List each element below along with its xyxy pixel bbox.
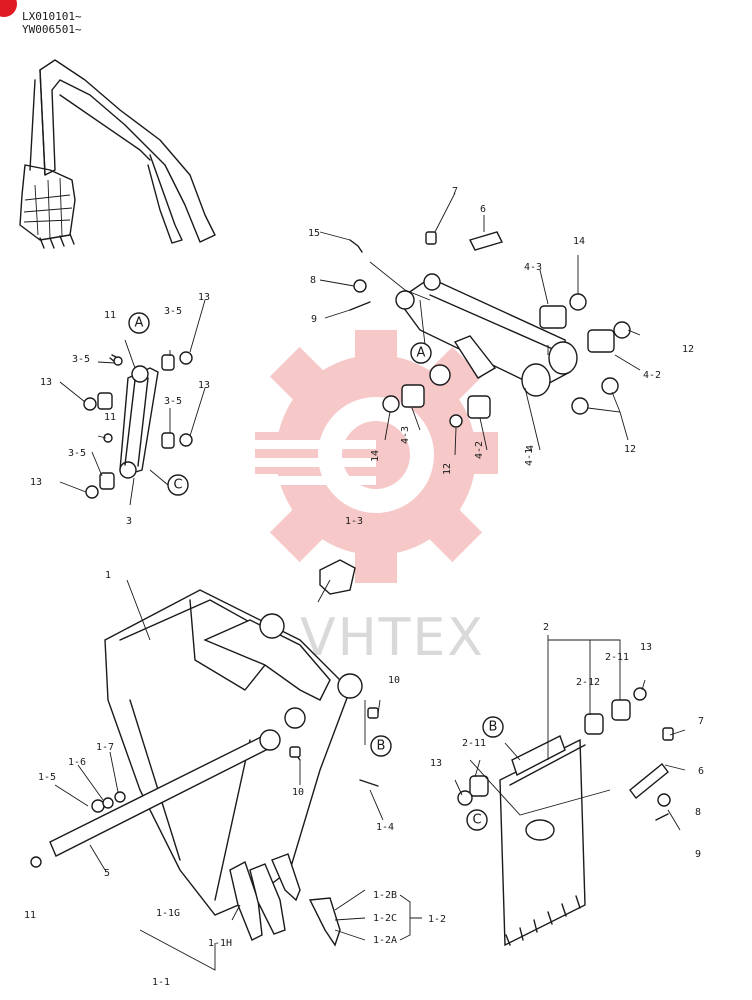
- part-label-7: 7: [698, 716, 704, 727]
- excavator-overview: [19, 59, 216, 249]
- part-label-11: 11: [104, 412, 116, 423]
- part-label-3-5: 3-5: [164, 306, 182, 317]
- part-label-15: 15: [308, 228, 320, 239]
- callout-a-top: A: [128, 312, 150, 334]
- part-label-13: 13: [198, 292, 210, 303]
- callout-c-plate: C: [466, 809, 488, 831]
- part-label-3-5: 3-5: [68, 448, 86, 459]
- leader-lines: [54, 192, 686, 971]
- part-label-6: 6: [698, 766, 704, 777]
- part-label-14: 14: [573, 236, 585, 247]
- part-label-12: 12: [624, 444, 636, 455]
- part-label-13: 13: [430, 758, 442, 769]
- part-label-12: 12: [682, 344, 694, 355]
- part-label-1-5: 1-5: [38, 772, 56, 783]
- part-label-13: 13: [30, 477, 42, 488]
- part-label-11: 11: [104, 310, 116, 321]
- serial-line-1: LX010101~: [22, 10, 82, 23]
- part-label-4-1: 4-1: [524, 448, 535, 466]
- part-label-2-11: 2-11: [462, 738, 486, 749]
- part-label-1-1h: 1-1H: [208, 938, 232, 949]
- part-label-3: 3: [126, 516, 132, 527]
- part-label-4: 4: [525, 445, 536, 451]
- part-label-6: 6: [480, 204, 486, 215]
- part-label-8: 8: [695, 807, 701, 818]
- callout-b-plate: B: [482, 716, 504, 738]
- callout-b-bucket: B: [370, 735, 392, 757]
- watermark-gear-icon: [226, 330, 498, 583]
- part-label-4-2: 4-2: [643, 370, 661, 381]
- part-label-1-6: 1-6: [68, 757, 86, 768]
- callout-a-label: A: [135, 316, 144, 331]
- part-label-4-3: 4-3: [524, 262, 542, 273]
- part-label-1-7: 1-7: [96, 742, 114, 753]
- bucket-1: [30, 559, 379, 947]
- part-label-14: 14: [370, 450, 381, 462]
- part-label-1-4: 1-4: [376, 822, 394, 833]
- part-label-3-5: 3-5: [164, 396, 182, 407]
- part-label-1-2a: 1-2A: [373, 935, 397, 946]
- part-label-1-1g: 1-1G: [156, 908, 180, 919]
- part-label-2-11: 2-11: [605, 652, 629, 663]
- callout-b-label: B: [377, 739, 386, 754]
- part-label-1-2c: 1-2C: [373, 913, 397, 924]
- part-label-2-12: 2-12: [576, 677, 600, 688]
- part-label-11: 11: [24, 910, 36, 921]
- part-label-7: 7: [452, 186, 458, 197]
- part-label-1: 1: [105, 570, 111, 581]
- part-label-1-2: 1-2: [428, 914, 446, 925]
- callout-c-label: C: [472, 813, 481, 828]
- callout-c-label: C: [173, 478, 182, 493]
- serial-line-2: YW006501~: [22, 23, 82, 36]
- watermark-text: VHTEX: [300, 608, 485, 668]
- part-label-4-2: 4-2: [474, 441, 485, 459]
- link-4-assembly: [349, 231, 631, 428]
- part-label-9: 9: [695, 849, 701, 860]
- side-plate-2: [457, 687, 674, 947]
- part-label-1-2b: 1-2B: [373, 890, 397, 901]
- part-label-5: 5: [104, 868, 110, 879]
- part-label-10: 10: [388, 675, 400, 686]
- part-labels: 1 1-3 10 10 1-4 1-5 1-6 1-7 5 11 1-1G 1-…: [24, 186, 704, 988]
- part-label-12: 12: [442, 463, 453, 475]
- link-3-assembly: [83, 351, 193, 499]
- part-label-13: 13: [198, 380, 210, 391]
- callout-a-label: A: [417, 346, 426, 361]
- part-label-1-1: 1-1: [152, 977, 170, 988]
- callout-b-label: B: [489, 720, 498, 735]
- corner-badge: [0, 0, 17, 17]
- part-label-9: 9: [311, 314, 317, 325]
- serial-header: LX010101~ YW006501~: [22, 10, 82, 36]
- callout-c-left: C: [167, 474, 189, 496]
- part-label-10: 10: [292, 787, 304, 798]
- part-label-1-3: 1-3: [345, 516, 363, 527]
- part-label-8: 8: [310, 275, 316, 286]
- part-label-4-3: 4-3: [400, 426, 411, 444]
- callout-a-link: A: [410, 342, 432, 364]
- part-label-2: 2: [543, 622, 549, 633]
- part-label-13: 13: [640, 642, 652, 653]
- part-label-3-5: 3-5: [72, 354, 90, 365]
- part-label-13: 13: [40, 377, 52, 388]
